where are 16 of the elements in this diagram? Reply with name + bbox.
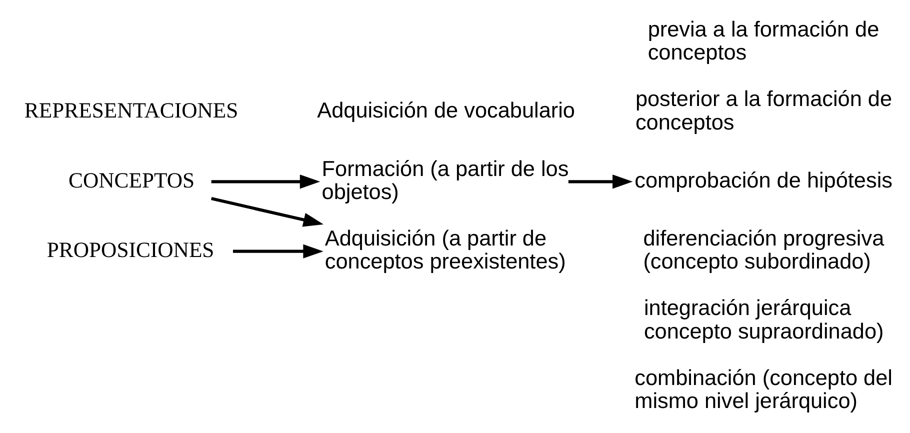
node-text: combinación (concepto del mismo nivel jerárquico): [634, 364, 892, 414]
node-text: PROPOSICIONES: [46, 238, 214, 262]
arrow: [568, 174, 633, 189]
node-text: posterior a la formación de conceptos: [635, 86, 892, 134]
arrow: [211, 197, 324, 227]
node-text: integración jerárquica concepto supraordinado): [644, 295, 884, 344]
node-text: previa a la formación de conceptos: [648, 16, 880, 65]
node-text: Adquisición (a partir de conceptos preexistentes): [324, 225, 566, 274]
node-text: diferenciación progresiva (concepto subordinado): [643, 225, 884, 274]
node-text: Formación (a partir de los objetos): [322, 156, 569, 204]
node-text: comprobación de hipótesis: [634, 167, 892, 192]
node-text: Adquisición de vocabulario: [317, 98, 575, 123]
node-text: CONCEPTOS: [68, 168, 195, 192]
arrow: [232, 244, 324, 258]
arrow: [211, 174, 320, 189]
node-text: REPRESENTACIONES: [24, 98, 238, 123]
